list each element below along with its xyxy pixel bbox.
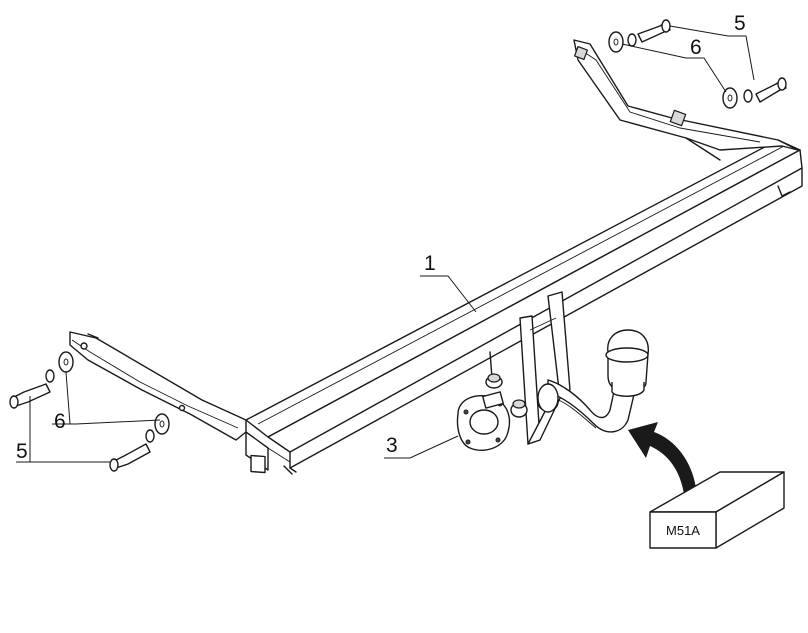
- right-washer-small-lower: [743, 89, 753, 103]
- leader-lines: [16, 25, 755, 463]
- left-washer-lower: [154, 413, 170, 435]
- mount-bolt-upper: [485, 373, 503, 389]
- callout-5-left: 5: [16, 440, 28, 463]
- module-box-label: M51A: [666, 523, 700, 538]
- left-washer-upper: [58, 351, 74, 373]
- right-washer-upper: [608, 31, 624, 53]
- socket-plate: [456, 391, 511, 451]
- right-bolt-upper: [637, 19, 671, 43]
- callout-6-left: 6: [54, 410, 66, 433]
- left-bolt-upper: [9, 383, 51, 409]
- right-washer-small-upper: [627, 33, 637, 47]
- callout-1: 1: [424, 252, 436, 275]
- cross-beam: [245, 139, 803, 475]
- module-box: M51A: [649, 471, 785, 549]
- left-side-bracket: [69, 331, 247, 441]
- callout-5-right: 5: [734, 12, 746, 35]
- mount-bolt-lower: [510, 399, 528, 418]
- tow-ball: [605, 329, 649, 397]
- right-washer-lower: [722, 87, 738, 109]
- right-side-bracket: [573, 39, 799, 161]
- callout-3: 3: [386, 434, 398, 457]
- callout-6-right: 6: [690, 36, 702, 59]
- right-bolt-lower: [755, 77, 787, 103]
- left-washer-small-lower: [145, 429, 155, 443]
- curved-arrow-icon: [628, 422, 696, 494]
- left-washer-small-upper: [45, 369, 55, 383]
- left-bolt-lower: [109, 443, 151, 472]
